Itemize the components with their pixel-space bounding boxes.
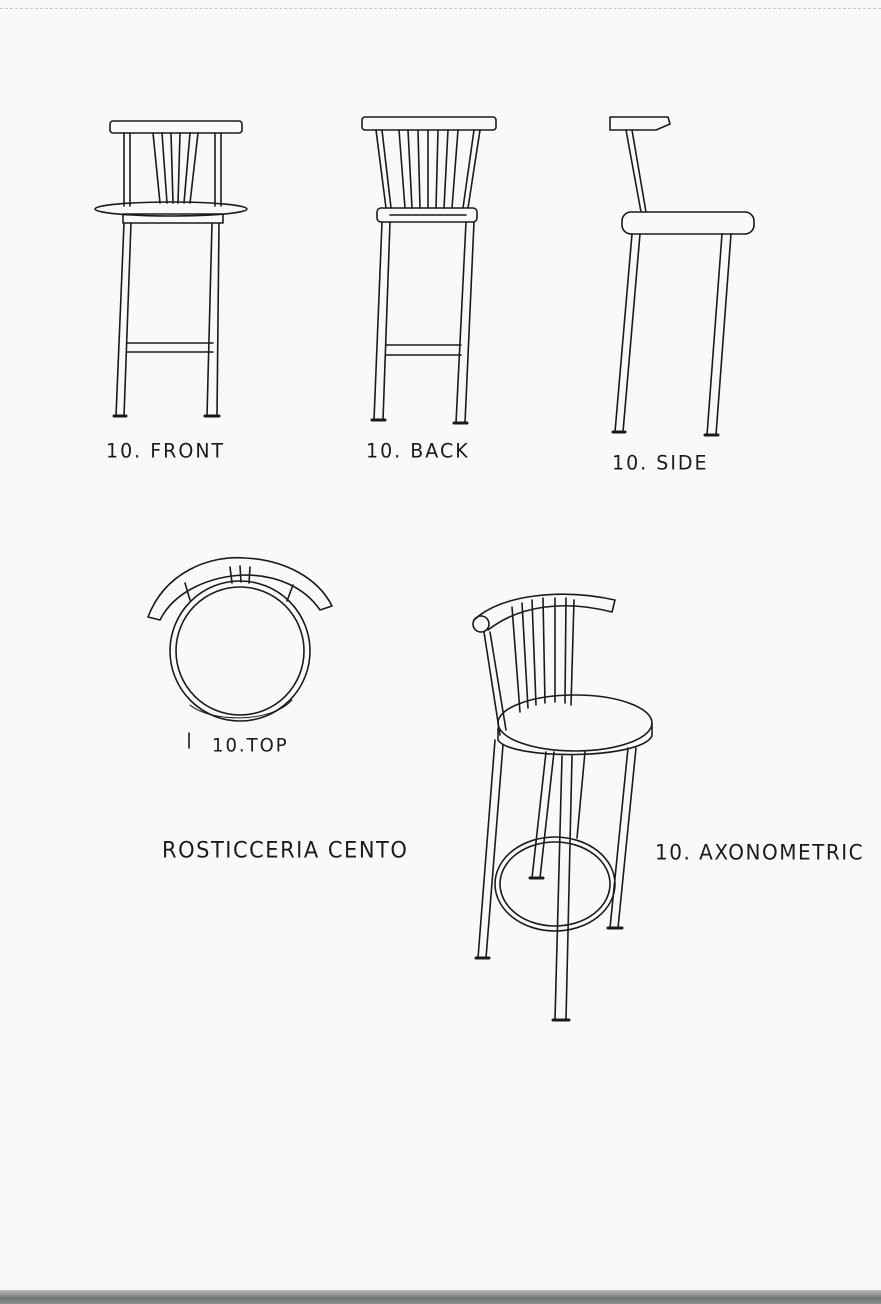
side-view-label: 10. SIDE [612,451,709,475]
axonometric-view-label: 10. AXONOMETRIC [655,839,865,865]
axonometric-view-drawing [472,593,653,1022]
front-view-label: 10. FRONT [106,439,226,463]
side-view-drawing [609,116,755,437]
back-view-drawing [361,116,497,425]
perforated-edge [0,8,881,9]
back-view-label: 10. BACK [366,439,470,463]
front-view-drawing [94,120,248,418]
restaurant-title: ROSTICCERIA CENTO [162,837,409,863]
top-view-drawing [147,556,333,749]
top-view-label: 10.TOP [212,734,289,757]
page-bottom-edge [0,1290,881,1304]
